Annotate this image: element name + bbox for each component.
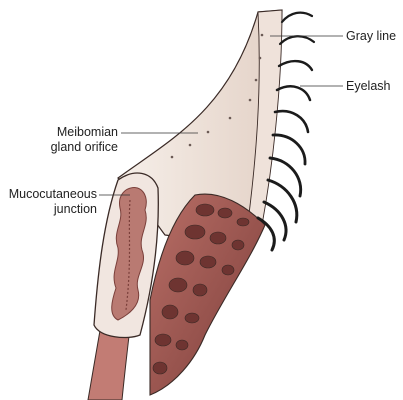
muscle-bundles [152, 203, 250, 375]
label-mucocutaneous-line-2: junction [53, 202, 97, 216]
label-meibomian-gland-orifice: Meibomian gland orifice [0, 125, 118, 155]
leader-lines [99, 35, 343, 196]
gland-orifices [170, 33, 264, 159]
label-gray-line: Gray line [346, 29, 397, 43]
label-meibomian-line-2: gland orifice [50, 140, 118, 154]
label-mucocutaneous-junction: Mucocutaneous junction [0, 187, 97, 217]
label-meibomian-line-1: Meibomian [56, 125, 118, 139]
label-mucocutaneous-line-1: Mucocutaneous [8, 187, 97, 201]
label-eyelash: Eyelash [346, 79, 391, 93]
meibomian-duct [125, 199, 131, 311]
